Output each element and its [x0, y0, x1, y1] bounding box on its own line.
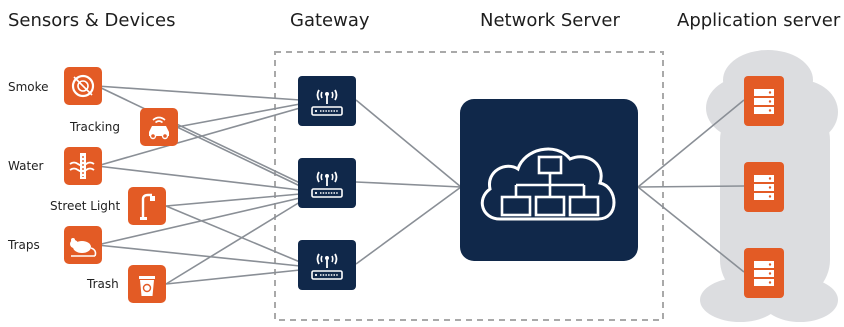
link-gw3-ns [355, 186, 462, 265]
device-label-water: Water [8, 159, 44, 173]
link-gw1-ns [355, 99, 462, 188]
link-streetlight-gw3 [165, 205, 301, 263]
link-lines [96, 85, 745, 285]
device-label-smoke: Smoke [8, 80, 49, 94]
link-smoke-gw2 [96, 85, 301, 184]
link-streetlight-gw2 [165, 193, 301, 207]
car-tracking-icon [140, 108, 178, 146]
water-meter-icon [64, 147, 102, 185]
app-server-2 [744, 162, 784, 212]
gateway-2 [298, 158, 356, 208]
street-light-icon [128, 187, 166, 225]
column-title-gateway: Gateway [290, 10, 370, 31]
column-title-application-server: Application server [677, 10, 841, 31]
device-label-street-light: Street Light [50, 199, 121, 213]
app-server-3 [744, 248, 784, 298]
cloud-hierarchy-icon [480, 147, 616, 221]
link-traps-gw3 [96, 244, 301, 267]
link-traps-gw2 [96, 197, 301, 246]
link-water-gw1 [96, 107, 301, 167]
column-title-network-server: Network Server [480, 10, 620, 31]
server-icon [754, 261, 774, 286]
network-server [460, 99, 638, 261]
link-water-gw2 [96, 165, 301, 191]
smoke-detector-icon [64, 67, 102, 105]
gateway-1 [298, 76, 356, 126]
gateway-antenna-icon [311, 89, 343, 116]
link-tracking-gw1 [176, 103, 301, 128]
link-trash-gw3 [165, 269, 301, 285]
link-ns-srv1 [637, 99, 745, 188]
rat-trap-icon [64, 226, 102, 264]
link-trash-gw2 [165, 201, 301, 285]
server-icon [754, 89, 774, 114]
link-ns-srv2 [637, 185, 745, 188]
gateway-antenna-icon [311, 171, 343, 198]
gateway-antenna-icon [311, 253, 343, 280]
trash-bin-icon [128, 265, 166, 303]
link-smoke-gw1 [96, 85, 301, 101]
device-label-trash: Trash [87, 277, 119, 291]
gateway-3 [298, 240, 356, 290]
server-icon [754, 175, 774, 200]
app-server-1 [744, 76, 784, 126]
link-ns-srv3 [637, 186, 745, 273]
device-label-traps: Traps [8, 238, 40, 252]
link-gw2-ns [355, 181, 462, 188]
column-title-sensors: Sensors & Devices [8, 10, 176, 31]
device-label-tracking: Tracking [70, 120, 120, 134]
